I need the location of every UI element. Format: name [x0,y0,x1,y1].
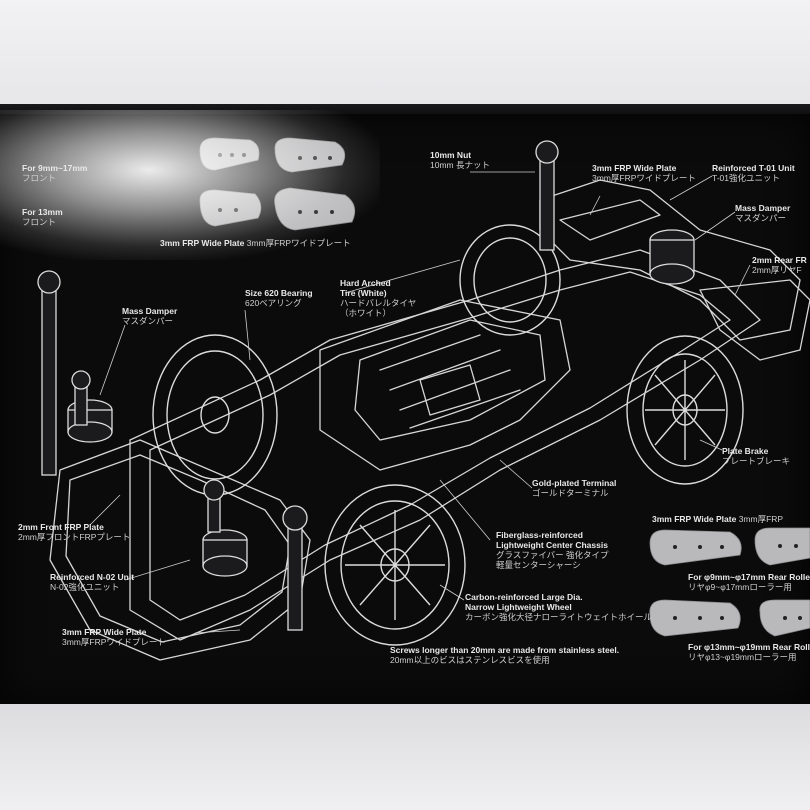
frp-part-r1 [649,529,742,566]
front-right-spokes [345,510,445,620]
leader-rear-frp [734,264,751,296]
leader-wheel [439,584,465,601]
left-post-b [74,384,88,426]
battery-tray [354,319,546,441]
leader-damper-left [99,324,126,396]
front-post [287,519,303,631]
front-right-wheel [340,500,450,630]
center-chassis [319,299,571,471]
frp-part-tl1 [199,137,260,171]
rear-wide-plate [559,199,661,241]
leader-t01 [669,175,713,201]
front-right-tire [324,484,466,646]
table-surface-top [0,0,810,112]
leader-brake [699,439,723,451]
leader-frp-top [589,195,601,216]
leader-terminal [499,459,533,489]
mass-damper-left-bottom [67,421,113,443]
mass-damper-right-bottom [649,263,695,285]
front-frp-plate-inner [65,454,291,643]
front-left-hub [200,396,230,434]
rear-left-wheel [473,237,547,323]
label-wheel: Carbon-reinforced Large Dia.Narrow Light… [465,592,653,622]
label-frp-wide-right: 3mm FRP Wide Plate 3mm厚FRP [652,514,784,524]
rear-post [539,159,555,251]
leader-frp-bottom [194,629,241,634]
left-post-a [41,284,57,476]
leader-front-frp [89,494,121,526]
chassis-inner-outline [149,271,731,621]
rear-unit [539,179,801,341]
rear-left-tire [459,224,561,336]
front-post-small-cap [203,479,225,501]
rear-right-tire [626,335,744,485]
left-post-b-cap [71,370,91,390]
leader-chassis [439,479,491,541]
label-frp-wide-left-top: 3mm FRP Wide Plate 3mm厚FRPワイドプレート [160,238,351,248]
left-post-a-cap [37,270,61,294]
rear-right-wheel [642,353,728,467]
frp-part-tl2 [274,137,346,173]
frp-part-tl3 [199,189,262,227]
table-surface-bottom [0,702,810,810]
frp-part-r2 [754,527,810,566]
chassis-outline [129,249,761,641]
rear-post-cap [535,140,559,164]
front-damper-bottom [202,555,248,577]
rear-right-spokes [645,360,725,460]
leader-tire [344,259,461,294]
tray-ribs [379,334,521,429]
frp-part-tl4 [274,187,356,231]
leader-bearing [244,309,251,361]
leader-damper-right [694,211,736,241]
motor-cover [419,364,481,416]
rear-frp-plate [699,279,810,361]
front-post-cap [282,505,308,531]
frp-part-r3 [649,599,741,637]
front-left-tire [152,334,278,496]
label-screws-note: Screws longer than 20mm are made from st… [390,645,620,665]
front-left-wheel [166,350,264,480]
leader-n02 [124,559,191,581]
